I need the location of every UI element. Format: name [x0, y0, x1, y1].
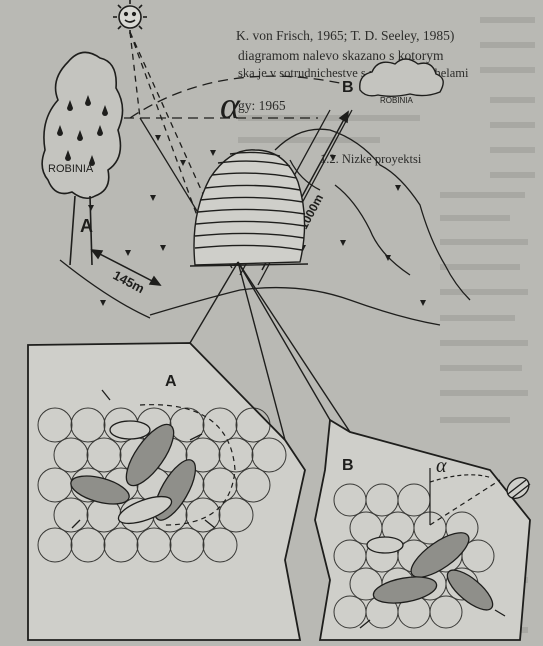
tree-left-label: ROBINIA: [48, 163, 94, 175]
inset-b-label: B: [342, 457, 354, 474]
sun-icon: [113, 0, 147, 34]
point-a-label: A: [80, 216, 93, 236]
beehive: [190, 150, 308, 266]
tree-right-label: ROBINIA: [380, 96, 414, 105]
inset-panel-b: [315, 420, 533, 640]
inset-a-label: A: [165, 373, 177, 390]
distance-a-label: 145m: [111, 267, 147, 296]
point-b-label: B: [342, 79, 354, 96]
inset-b-angle-symbol: α: [436, 455, 447, 477]
tree-right: [360, 59, 443, 96]
angle-symbol: α: [220, 85, 241, 127]
